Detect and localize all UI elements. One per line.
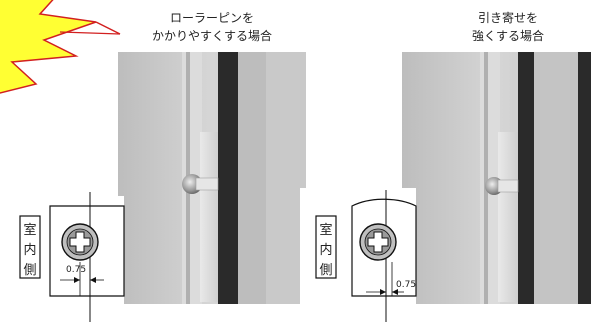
panel-left-offset-label: 0.75 [66, 265, 86, 275]
panel-right-strike-plate [498, 132, 518, 302]
panel-left-photo [118, 52, 306, 304]
panel-left-side-label-box [19, 215, 41, 279]
panel-left-side-label-2: 内 [23, 242, 36, 258]
panel-left-side-label-1: 室 [23, 222, 36, 238]
burst-leader-line [95, 21, 121, 35]
panel-left-side-label-3: 側 [23, 263, 36, 278]
phillips-screw-icon [359, 223, 397, 261]
panel-left-dark-groove [218, 52, 238, 304]
panel-left: ローラーピンを かかりやすくする場合 [18, 11, 306, 322]
panel-right-sketch: 室 内 側 0.75 [300, 188, 417, 322]
attention-burst [0, 0, 121, 94]
panel-right-caption-line1: 引き寄せを [478, 10, 538, 25]
panel-right-caption-line2: 強くする場合 [472, 28, 544, 43]
phillips-screw-icon [61, 223, 99, 261]
panel-left-strike-plate [200, 132, 218, 302]
panel-left-caption-line1: ローラーピンを [170, 11, 254, 25]
panel-left-sketch: 室 内 側 0.75 [18, 192, 125, 322]
panel-right-dark-groove [518, 52, 534, 304]
panel-right: 引き寄せを 強くする場合 [300, 10, 591, 322]
panel-right-side-label-2: 内 [319, 242, 332, 258]
panel-right-side-label-1: 室 [319, 222, 332, 238]
panel-right-side-label-box [315, 215, 337, 279]
burst-leader-line-2 [59, 31, 121, 35]
burst-icon [0, 0, 97, 94]
panel-right-side-label-3: 側 [319, 263, 332, 278]
panel-left-caption-line2: かかりやすくする場合 [152, 28, 272, 43]
panel-right-offset-label: 0.75 [396, 280, 416, 290]
panel-right-photo [402, 52, 591, 304]
